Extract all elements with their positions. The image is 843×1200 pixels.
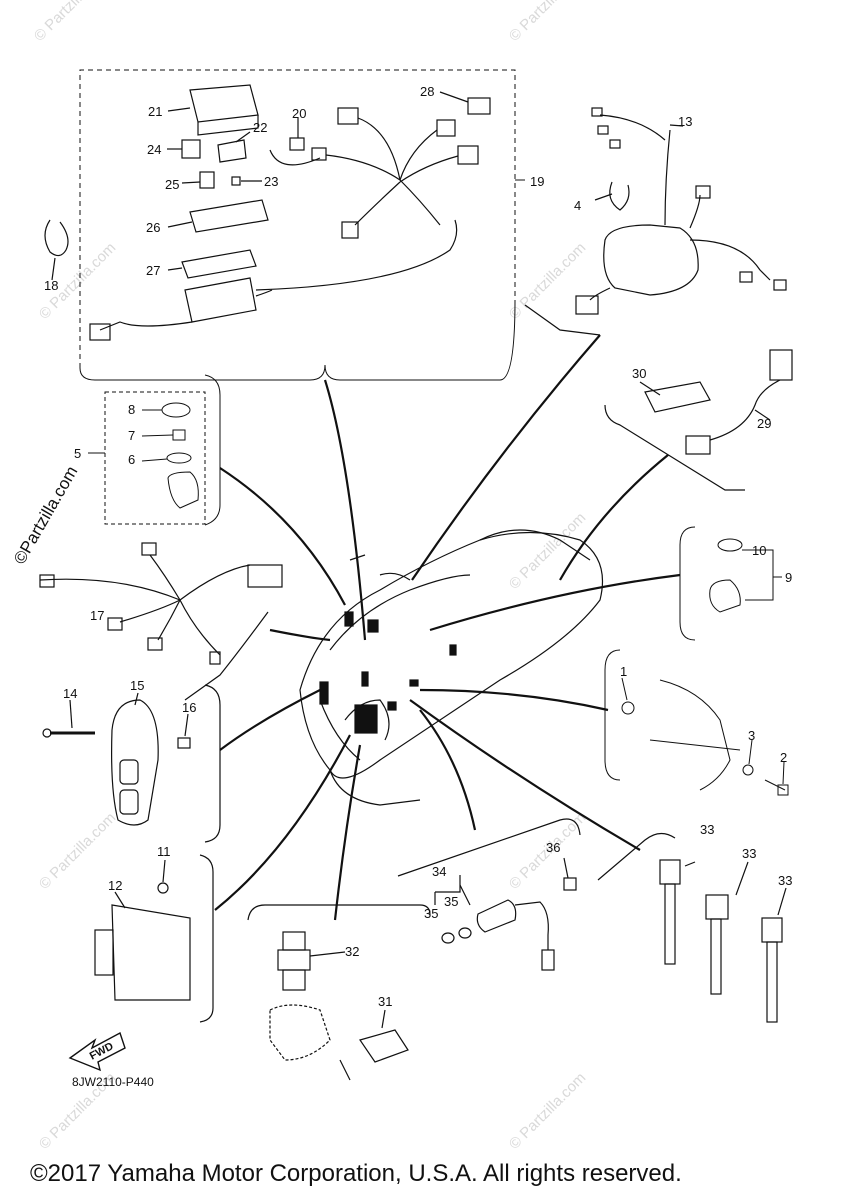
callout-26: 26: [146, 220, 160, 235]
callout-8: 8: [128, 402, 135, 417]
ecu-group: [94, 854, 214, 1023]
callout-30: 30: [632, 366, 646, 381]
callout-2: 2: [780, 750, 787, 765]
watercraft-body: [299, 529, 604, 806]
callout-6: 6: [128, 452, 135, 467]
callout-34: 34: [432, 864, 446, 879]
switch-group: [88, 374, 221, 526]
callout-28: 28: [420, 84, 434, 99]
callout-14: 14: [63, 686, 77, 701]
watermark: © Partzilla.com: [506, 239, 589, 322]
callout-19: 19: [530, 174, 544, 189]
callout-16: 16: [182, 700, 196, 715]
harness-13: [575, 107, 787, 315]
callout-17: 17: [90, 608, 104, 623]
ignition-coil-group: [597, 832, 787, 1023]
callout-18: 18: [44, 278, 58, 293]
callout-29: 29: [757, 416, 771, 431]
harness-17: [39, 542, 283, 701]
clamp-18: [44, 219, 69, 281]
callout-7: 7: [128, 428, 135, 443]
callout-25: 25: [165, 177, 179, 192]
callout-13: 13: [678, 114, 692, 129]
callout-15: 15: [130, 678, 144, 693]
watermark: © Partzilla.com: [506, 0, 589, 45]
watermark: © Partzilla.com: [506, 1069, 589, 1152]
callout-22: 22: [253, 120, 267, 135]
callout-24: 24: [147, 142, 161, 157]
sensor-29-group: [524, 304, 793, 491]
copyright-notice: ©2017 Yamaha Motor Corporation, U.S.A. A…: [30, 1160, 682, 1187]
main-harness: [269, 91, 491, 239]
callout-33a: 33: [700, 822, 714, 837]
callout-33b: 33: [742, 846, 756, 861]
callout-3: 3: [748, 728, 755, 743]
callout-32: 32: [345, 944, 359, 959]
pressure-sensor-group: [247, 904, 431, 1081]
watermark: © Partzilla.com: [36, 809, 119, 892]
leader-lines: [214, 334, 681, 921]
callout-33c: 33: [778, 873, 792, 888]
watermark: © Partzilla.com: [31, 0, 114, 45]
callout-21: 21: [148, 104, 162, 119]
callout-35a: 35: [424, 906, 438, 921]
callout-5: 5: [74, 446, 81, 461]
bracket-group: [604, 649, 789, 796]
callout-11: 11: [157, 844, 171, 859]
fwd-arrow: FWD: [68, 1031, 126, 1072]
callout-23: 23: [264, 174, 278, 189]
callout-27: 27: [146, 263, 160, 278]
callout-36: 36: [546, 840, 560, 855]
remote-group: [42, 684, 221, 843]
callout-35b: 35: [444, 894, 458, 909]
callout-20: 20: [292, 106, 306, 121]
diagram-code: 8JW2110-P440: [72, 1075, 154, 1089]
sensor-9-group: [679, 526, 782, 641]
temperature-sensor-group: [397, 818, 581, 971]
callout-10: 10: [752, 543, 766, 558]
callout-4: 4: [574, 198, 581, 213]
callout-1: 1: [620, 664, 627, 679]
callout-31: 31: [378, 994, 392, 1009]
wire-harness-group: [79, 69, 525, 381]
callout-12: 12: [108, 878, 122, 893]
callout-9: 9: [785, 570, 792, 585]
fuse-box-parts: [89, 84, 458, 341]
callout-labels: 21 20 28 22 24 13 25 23 19 4 26 27 18 30…: [44, 84, 792, 1009]
